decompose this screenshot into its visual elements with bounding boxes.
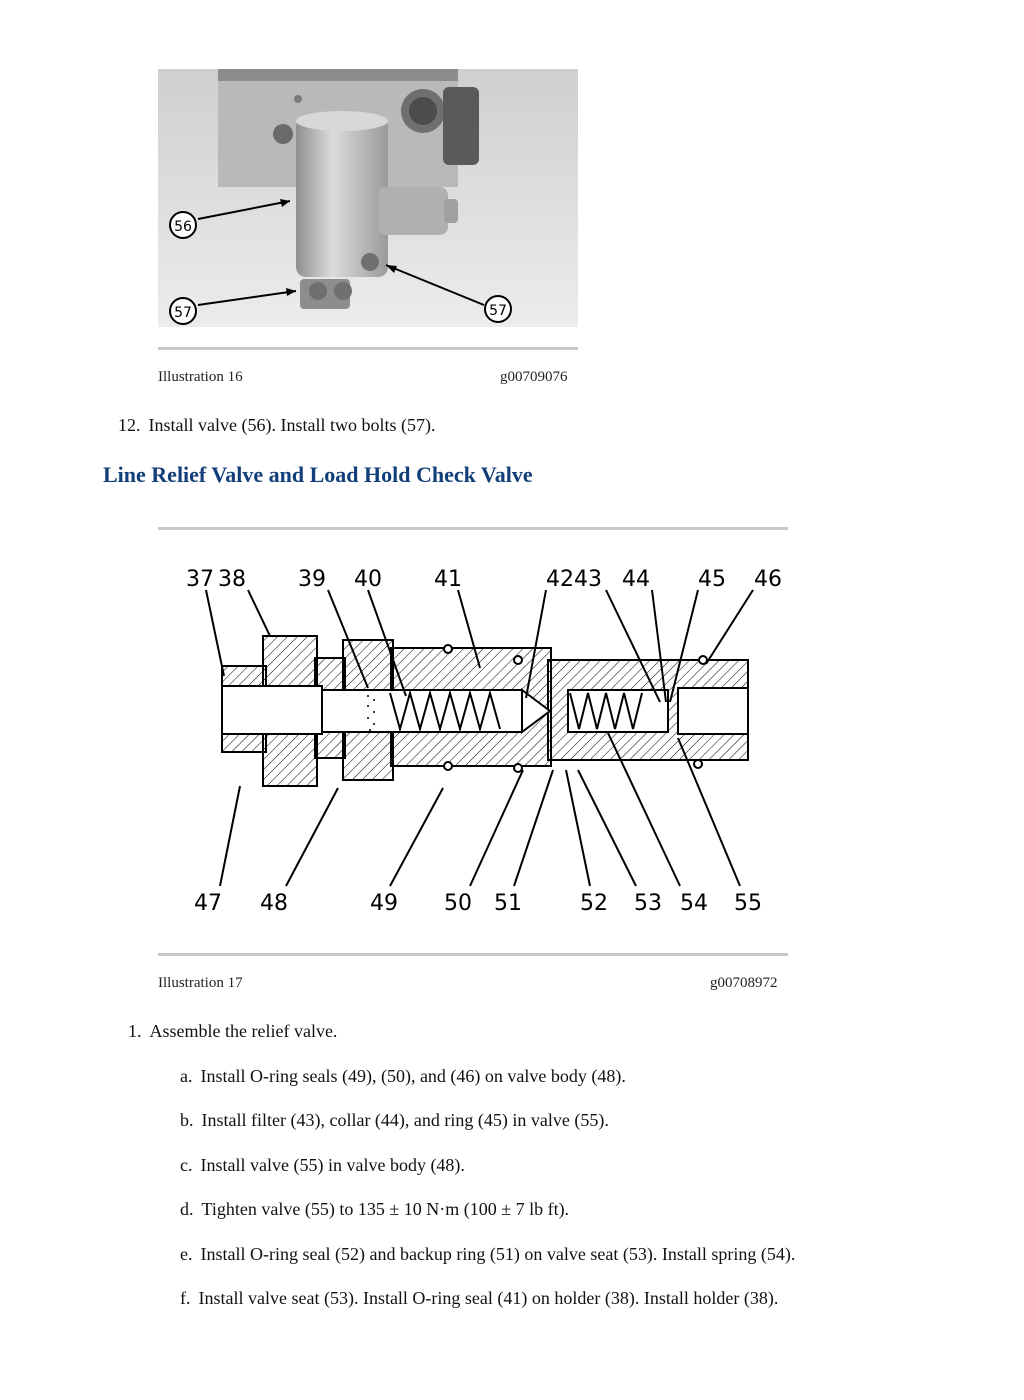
callout-40: 40 <box>354 567 382 592</box>
illustration-16-label: Illustration 16 <box>158 369 243 385</box>
substep-d-letter: d. <box>180 1199 194 1219</box>
section-heading: Line Relief Valve and Load Hold Check Va… <box>103 462 533 487</box>
callout-57-right: 57 <box>489 303 507 319</box>
callout-37: 37 <box>186 567 214 592</box>
illustration-17-top-rule <box>158 527 788 530</box>
step-1: 1. Assemble the relief valve. <box>128 1021 337 1042</box>
callout-4243: 4243 <box>546 567 602 592</box>
substep-d-text: Tighten valve (55) to 135 ± 10 N·m (100 … <box>201 1199 570 1219</box>
callout-53: 53 <box>634 891 662 916</box>
callout-56: 56 <box>174 219 192 235</box>
callout-57-left: 57 <box>174 305 192 321</box>
substep-e: e. Install O-ring seal (52) and backup ri… <box>180 1244 795 1265</box>
substep-a: a. Install O-ring seals (49), (50), and (… <box>180 1066 626 1087</box>
callout-39: 39 <box>298 567 326 592</box>
callout-47: 47 <box>194 891 222 916</box>
substep-b-letter: b. <box>180 1110 194 1130</box>
callout-45: 45 <box>698 567 726 592</box>
step-12-number: 12. <box>118 415 141 435</box>
substep-c-letter: c. <box>180 1155 193 1175</box>
substep-d: d. Tighten valve (55) to 135 ± 10 N·m (10… <box>180 1199 569 1220</box>
callout-52: 52 <box>580 891 608 916</box>
callout-41: 41 <box>434 567 462 592</box>
illustration-17-diagram: 37 38 39 40 41 4243 44 45 46 47 48 49 50… <box>158 548 788 920</box>
substep-e-text: Install O-ring seal (52) and backup ring… <box>200 1244 796 1264</box>
illustration-17-label: Illustration 17 <box>158 975 243 991</box>
illustration-16-photo: 56 57 57 <box>158 69 578 327</box>
callout-46: 46 <box>754 567 782 592</box>
callout-55: 55 <box>734 891 762 916</box>
illustration-16-code: g00709076 <box>500 369 568 385</box>
callout-49: 49 <box>370 891 398 916</box>
callout-48: 48 <box>260 891 288 916</box>
substep-b-text: Install filter (43), collar (44), and ri… <box>201 1110 609 1130</box>
callout-54: 54 <box>680 891 708 916</box>
substep-a-letter: a. <box>180 1066 193 1086</box>
substep-b: b. Install filter (43), collar (44), and … <box>180 1110 609 1131</box>
substep-f-letter: f. <box>180 1288 191 1308</box>
substep-f-text: Install valve seat (53). Install O-ring … <box>198 1288 779 1308</box>
callout-51: 51 <box>494 891 522 916</box>
substep-c: c. Install valve (55) in valve body (48). <box>180 1155 465 1176</box>
substep-e-letter: e. <box>180 1244 193 1264</box>
substep-f: f. Install valve seat (53). Install O-rin… <box>180 1288 778 1309</box>
step-1-text: Assemble the relief valve. <box>149 1021 338 1041</box>
caption-divider-16 <box>158 347 578 350</box>
step-12-text: Install valve (56). Install two bolts (5… <box>148 415 436 435</box>
step-1-number: 1. <box>128 1021 142 1041</box>
substep-a-text: Install O-ring seals (49), (50), and (46… <box>200 1066 626 1086</box>
callout-38: 38 <box>218 567 246 592</box>
callout-44: 44 <box>622 567 650 592</box>
substep-c-text: Install valve (55) in valve body (48). <box>200 1155 465 1175</box>
illustration-17-code: g00708972 <box>710 975 778 991</box>
step-12: 12. Install valve (56). Install two bolts… <box>118 415 435 436</box>
callout-50: 50 <box>444 891 472 916</box>
caption-divider-17 <box>158 953 788 956</box>
